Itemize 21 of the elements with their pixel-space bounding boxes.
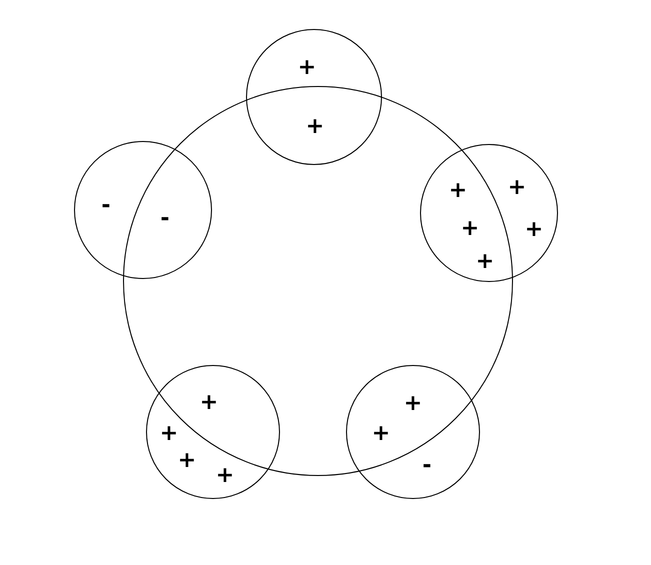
charge-sign: + [476, 251, 494, 273]
charge-sign: + [372, 423, 390, 445]
charge-sign: + [298, 57, 316, 79]
charge-sign: + [216, 465, 234, 487]
charge-sign: + [524, 219, 544, 241]
charge-sign: + [508, 177, 526, 199]
circle [146, 365, 280, 499]
charge-sign: + [178, 450, 196, 472]
charge-sign: + [200, 392, 218, 414]
charge-sign: - [160, 208, 170, 230]
charge-sign: + [460, 218, 480, 240]
circle [346, 365, 480, 499]
charge-sign: + [306, 116, 324, 138]
charge-sign: - [422, 455, 432, 477]
circle [74, 141, 212, 279]
circle [246, 29, 382, 165]
charge-sign: + [160, 423, 178, 445]
charge-sign: + [404, 393, 422, 415]
circle [420, 144, 558, 282]
charge-sign: - [101, 195, 111, 217]
charge-sign: + [448, 180, 468, 202]
